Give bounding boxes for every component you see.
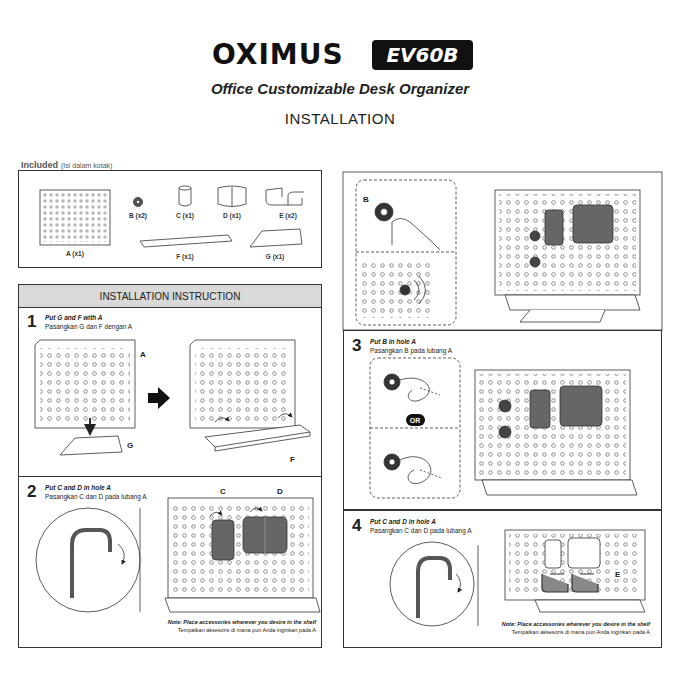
step-instruction: Put B in hole A (370, 338, 416, 345)
title: Office Customizable Desk Organizer (211, 80, 469, 97)
part-callout: D (276, 487, 284, 496)
step-number: 1 (27, 312, 36, 332)
note: Note: Place accessories wherever you des… (168, 619, 316, 625)
step-translation: Pasangkan G dan F dengan A (45, 323, 132, 330)
part-label: E (x2) (279, 212, 297, 219)
model-code: EV60B (386, 43, 458, 67)
note: Note: Place accessories wherever you des… (502, 621, 650, 627)
step-number: 3 (352, 336, 361, 356)
part-label: D (x1) (223, 212, 241, 219)
part-callout: G (127, 441, 133, 450)
heading-band: INSTALLATION INSTRUCTION (19, 285, 321, 308)
step-instruction: Put G and F with A (45, 314, 103, 321)
part-label: B (x2) (129, 212, 147, 219)
heading-translation: (Isi dalam kotak) (61, 162, 112, 169)
model-badge: EV60B (372, 40, 473, 70)
panel-heading: Included(Isi dalam kotak) (21, 154, 112, 172)
step-translation: Pasangkan C dan D pada lubang A (370, 527, 472, 534)
brand-logo: OXIMUS (212, 38, 344, 71)
part-callout: A (140, 350, 146, 359)
part-label: C (x1) (176, 212, 194, 219)
instruction-panel: INSTALLATION INSTRUCTION 1 Put G and F wit… (18, 284, 322, 648)
step-instruction: Put C and D in hole A (45, 484, 111, 491)
part-label: A (x1) (66, 250, 84, 257)
part-callout: C (219, 487, 227, 496)
step-translation: Pasangkan C dan D pada lubang A (45, 493, 147, 500)
note-translation: Tempatkan aksesoris di mana pun Anda ing… (512, 629, 650, 635)
step-instruction: Put C and D in hole A (370, 518, 436, 525)
part-callout: E (614, 570, 621, 579)
note-translation: Tempatkan aksesoris di mana pun Anda ing… (178, 627, 316, 633)
or-text: OR (410, 417, 421, 424)
step-box: 1 Put G and F with A Pasangkan G dan F den… (19, 307, 321, 476)
heading: Included (21, 160, 58, 170)
panel-heading: INSTALLATION INSTRUCTION (100, 291, 241, 302)
or-badge: OR (406, 414, 425, 426)
step-number: 2 (27, 482, 36, 502)
part-callout: B (362, 195, 370, 204)
step-box: 4 Put C and D in hole A Pasangkan C dan D … (343, 510, 662, 648)
step-number: 4 (352, 516, 361, 536)
step-box: 3 Put B in hole A Pasangkan B pada lubang … (343, 330, 662, 510)
part-label: F (x1) (176, 253, 193, 260)
step-translation: Pasangkan B pada lubang A (370, 347, 452, 354)
part-label: G (x1) (266, 253, 284, 260)
subtitle: INSTALLATION (285, 110, 395, 127)
part-callout: F (290, 455, 295, 464)
